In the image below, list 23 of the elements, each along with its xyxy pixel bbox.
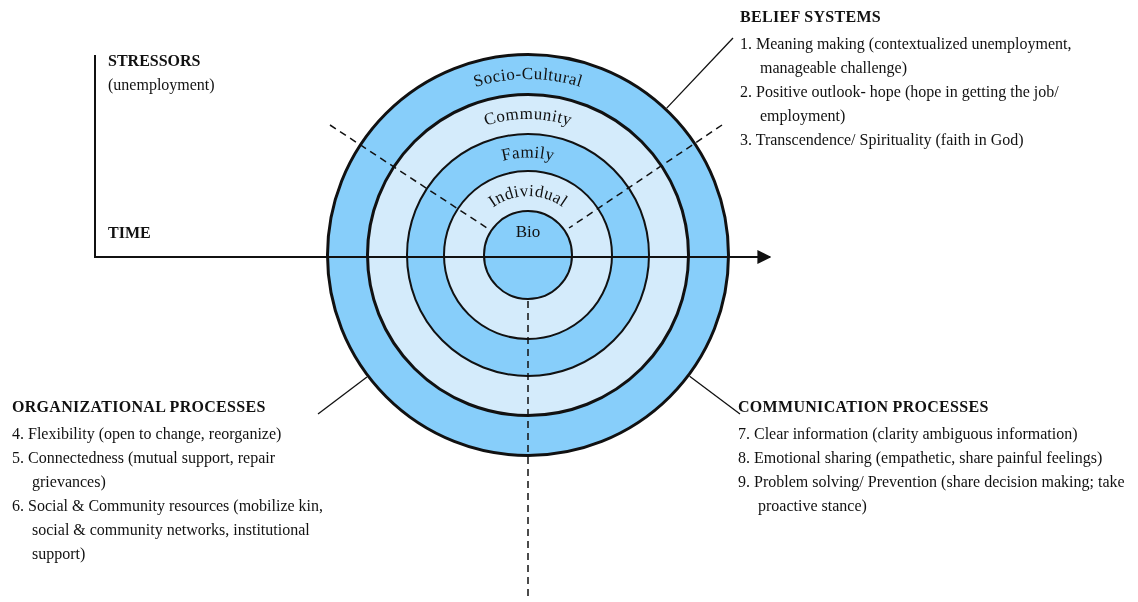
axis-title: TIME [108,224,151,242]
leader-line [688,375,741,415]
list-item: 3. Transcendence/ Spirituality (faith in God) [740,130,1025,151]
section-heading: COMMUNICATION PROCESSES [738,398,989,416]
leader-line [317,376,368,415]
ring-label: Family [499,142,557,165]
list-item: 1. Meaning making (contextualized unemployment, manageable challenge) [740,34,1073,79]
list-item: 9. Problem solving/ Prevention (share decision making; take proactive stance) [738,472,1126,517]
ring-label: Socio-Cultural [471,64,586,91]
list-item: 8. Emotional sharing (empathetic, share painful feelings) [738,448,1104,469]
axis-title: STRESSORS [108,52,201,70]
list-item: 4. Flexibility (open to change, reorganize) [12,424,283,445]
ring-label: Community [481,103,575,130]
list-item: 7. Clear information (clarity ambiguous information) [738,424,1079,445]
ring-label: Individual [484,180,572,211]
list-item: 5. Connectedness (mutual support, repair grievances) [12,448,277,493]
list-item: 2. Positive outlook- hope (hope in getting the job/ employment) [740,82,1060,127]
section-heading: BELIEF SYSTEMS [740,8,881,26]
leader-line [666,37,734,109]
list-item: 6. Social & Community resources (mobilize kin, social & community networks, institutional support) [12,496,325,565]
axis-note: (unemployment) [108,76,215,94]
circle-label: Bio [515,222,541,242]
section-heading: ORGANIZATIONAL PROCESSES [12,398,266,416]
